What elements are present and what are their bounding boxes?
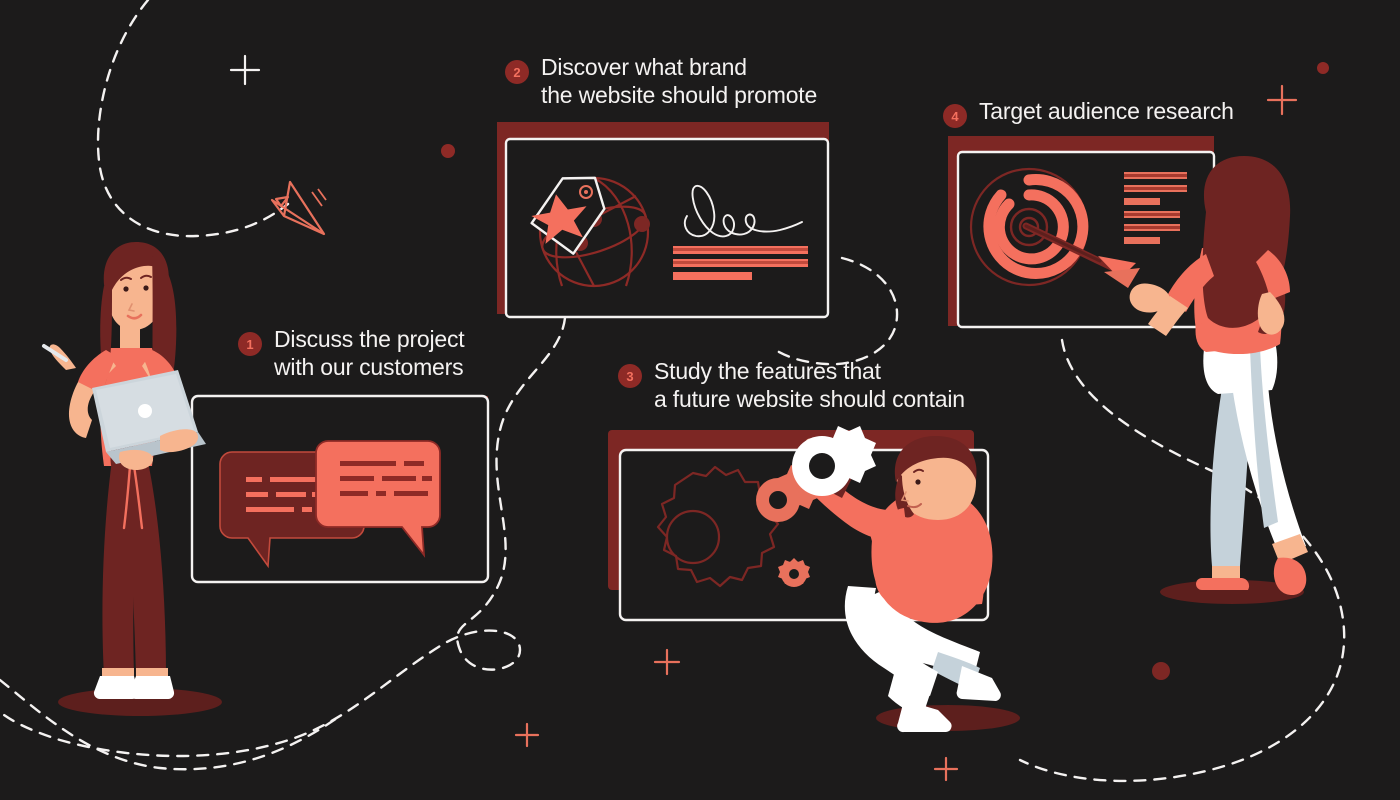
nose	[127, 303, 135, 312]
drawstring	[122, 464, 144, 530]
hand-raised	[1129, 283, 1171, 313]
dashed-path-right	[1018, 338, 1346, 783]
leg-right	[124, 462, 166, 676]
forearm-raised	[1148, 296, 1188, 336]
ankle-front	[1272, 534, 1308, 564]
small-coral-gear	[778, 558, 810, 587]
top-hem	[1195, 316, 1281, 352]
step-text-2: Discover what brand the website should p…	[541, 54, 818, 108]
plus-marker-coral-lower	[514, 722, 540, 748]
price-tag-icon	[530, 176, 606, 255]
step-badge-2: 2	[505, 60, 529, 84]
hand-left-holding-laptop	[118, 449, 154, 470]
dot-marker-red-upper	[441, 144, 455, 158]
dashed-path-top-left	[96, 0, 290, 238]
woman-at-board	[1129, 156, 1308, 604]
step-label-3: 3 Study the features that a future websi…	[618, 358, 965, 413]
arrow-icon	[1022, 222, 1140, 288]
eye-left	[123, 286, 129, 292]
signature-scribble	[683, 184, 803, 238]
eyebrow	[913, 468, 924, 473]
shoe-front	[1273, 557, 1307, 596]
step-badge-3: 3	[618, 364, 642, 388]
step-label-2: 2 Discover what brand the website should…	[505, 54, 817, 109]
eye-right	[143, 285, 149, 291]
mouth	[907, 503, 922, 509]
plus-marker-coral-center	[653, 648, 681, 676]
branding-panel	[497, 122, 830, 319]
shoe-front	[897, 700, 952, 733]
dot-marker-red-lower	[1152, 662, 1170, 680]
text-bars	[1124, 172, 1187, 244]
shoe-right	[129, 676, 175, 700]
eyebrow-right	[140, 274, 152, 279]
paper-plane-icon	[270, 180, 327, 236]
sleeve-raised	[1166, 254, 1214, 312]
plus-marker-coral-topright	[1266, 84, 1298, 116]
dot-marker-red-topright	[1317, 62, 1329, 74]
sleeve-left	[78, 350, 116, 394]
hand-right-holding-laptop	[160, 429, 198, 453]
leg-back	[865, 588, 980, 676]
leg-front	[844, 586, 938, 696]
mouth	[126, 313, 143, 320]
chat-bubble-front	[315, 440, 441, 558]
step-text-1: Discuss the project with our customers	[274, 326, 465, 380]
dashed-path-upper-right	[770, 256, 899, 366]
chat-bubbles-panel	[190, 394, 490, 584]
pants-shade	[1250, 346, 1278, 528]
nose	[900, 491, 909, 502]
text-bars	[673, 246, 808, 280]
spiral-target-icon	[969, 167, 1089, 287]
eyebrow-left	[120, 276, 132, 281]
man-with-gear	[792, 426, 1020, 733]
step-text-4: Target audience research	[979, 98, 1234, 124]
woman-with-laptop	[42, 242, 222, 716]
shoe-back	[956, 666, 1001, 701]
step-badge-1: 1	[238, 332, 262, 356]
stylus	[42, 344, 68, 362]
eye	[915, 479, 921, 485]
shoulder	[870, 508, 906, 556]
plus-marker-coral-bottom	[933, 756, 959, 782]
ankle-left	[102, 668, 134, 678]
forearm-hip	[1257, 292, 1285, 335]
ankle-right	[136, 668, 168, 678]
laptop-logo	[138, 404, 152, 418]
globe-node	[634, 216, 650, 232]
step-label-1: 1 Discuss the project with our customers	[238, 326, 465, 381]
hair	[894, 436, 977, 482]
step-badge-4: 4	[943, 104, 967, 128]
sweater-lower	[875, 548, 984, 610]
shoe-left	[93, 676, 139, 700]
large-outline-gear	[656, 465, 780, 588]
star-icon	[531, 194, 587, 244]
plus-marker-white	[229, 54, 261, 86]
step-text-3: Study the features that a future website…	[654, 358, 965, 412]
shoe-back	[1196, 578, 1250, 590]
shadow	[1160, 580, 1304, 604]
white-gear	[792, 426, 876, 496]
ankle-back	[1212, 566, 1240, 580]
sleeve-hip	[1256, 250, 1290, 300]
step-label-4: 4 Target audience research	[943, 98, 1234, 128]
dashed-path-bottom-left	[0, 678, 342, 771]
dashed-path-center	[0, 316, 567, 758]
